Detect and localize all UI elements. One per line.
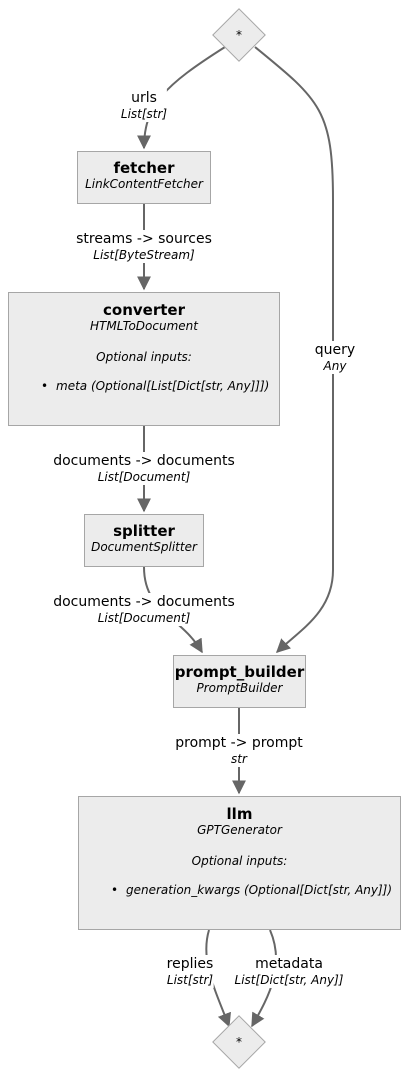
node-name: llm [226, 805, 253, 823]
edge-label-metadata: metadata List[Dict[str, Any]] [234, 955, 344, 988]
edge-label-replies: replies List[str] [166, 955, 214, 988]
edge-name: replies [166, 956, 214, 972]
node-type: GPTGenerator [197, 823, 282, 837]
node-type: LinkContentFetcher [85, 177, 203, 191]
optional-inputs-heading: Optional inputs: [96, 350, 192, 364]
edge-name: documents -> documents [53, 453, 235, 469]
edge-type: List[Dict[str, Any]] [234, 973, 344, 987]
edge-query [254, 46, 334, 653]
start-symbol: * [236, 28, 242, 42]
edge-name: streams -> sources [76, 231, 212, 247]
node-name: splitter [113, 522, 175, 540]
end-symbol: * [236, 1035, 242, 1049]
edge-type: Any [323, 359, 347, 373]
edge-label-streams: streams -> sources List[ByteStream] [76, 230, 212, 263]
edge-label-urls: urls List[str] [120, 89, 168, 122]
node-name: prompt_builder [174, 663, 305, 681]
edge-name: urls [131, 90, 157, 106]
edge-label-prompt: prompt -> prompt str [175, 734, 303, 767]
edge-type: List[Document] [97, 611, 191, 625]
edge-type: str [231, 752, 247, 766]
node-converter: converter HTMLToDocument Optional inputs… [8, 292, 280, 426]
node-name: converter [103, 301, 185, 319]
edge-name: prompt -> prompt [175, 735, 303, 751]
optional-input-item: meta (Optional[List[Dict[str, Any]]]) [41, 379, 279, 394]
node-prompt-builder: prompt_builder PromptBuilder [173, 655, 306, 708]
node-fetcher: fetcher LinkContentFetcher [77, 151, 211, 204]
optional-inputs-list: meta (Optional[List[Dict[str, Any]]]) [41, 379, 279, 394]
edge-type: List[str] [120, 107, 168, 121]
edge-name: documents -> documents [53, 594, 235, 610]
edge-type: List[ByteStream] [93, 248, 195, 262]
edge-type: List[str] [166, 973, 214, 987]
edge-label-documents-2: documents -> documents List[Document] [53, 593, 235, 626]
edge-label-query: query Any [314, 341, 356, 374]
edge-label-documents-1: documents -> documents List[Document] [53, 452, 235, 485]
optional-inputs-list: generation_kwargs (Optional[Dict[str, An… [111, 883, 400, 898]
node-type: HTMLToDocument [90, 319, 198, 333]
optional-inputs-heading: Optional inputs: [191, 854, 288, 868]
edge-type: List[Document] [97, 470, 191, 484]
node-type: PromptBuilder [196, 681, 283, 695]
node-llm: llm GPTGenerator Optional inputs: genera… [78, 796, 401, 930]
edge-name: query [314, 342, 356, 358]
node-splitter: splitter DocumentSplitter [84, 514, 204, 567]
node-type: DocumentSplitter [91, 540, 197, 554]
edge-name: metadata [255, 956, 323, 972]
node-name: fetcher [113, 159, 175, 177]
optional-input-item: generation_kwargs (Optional[Dict[str, An… [111, 883, 400, 898]
